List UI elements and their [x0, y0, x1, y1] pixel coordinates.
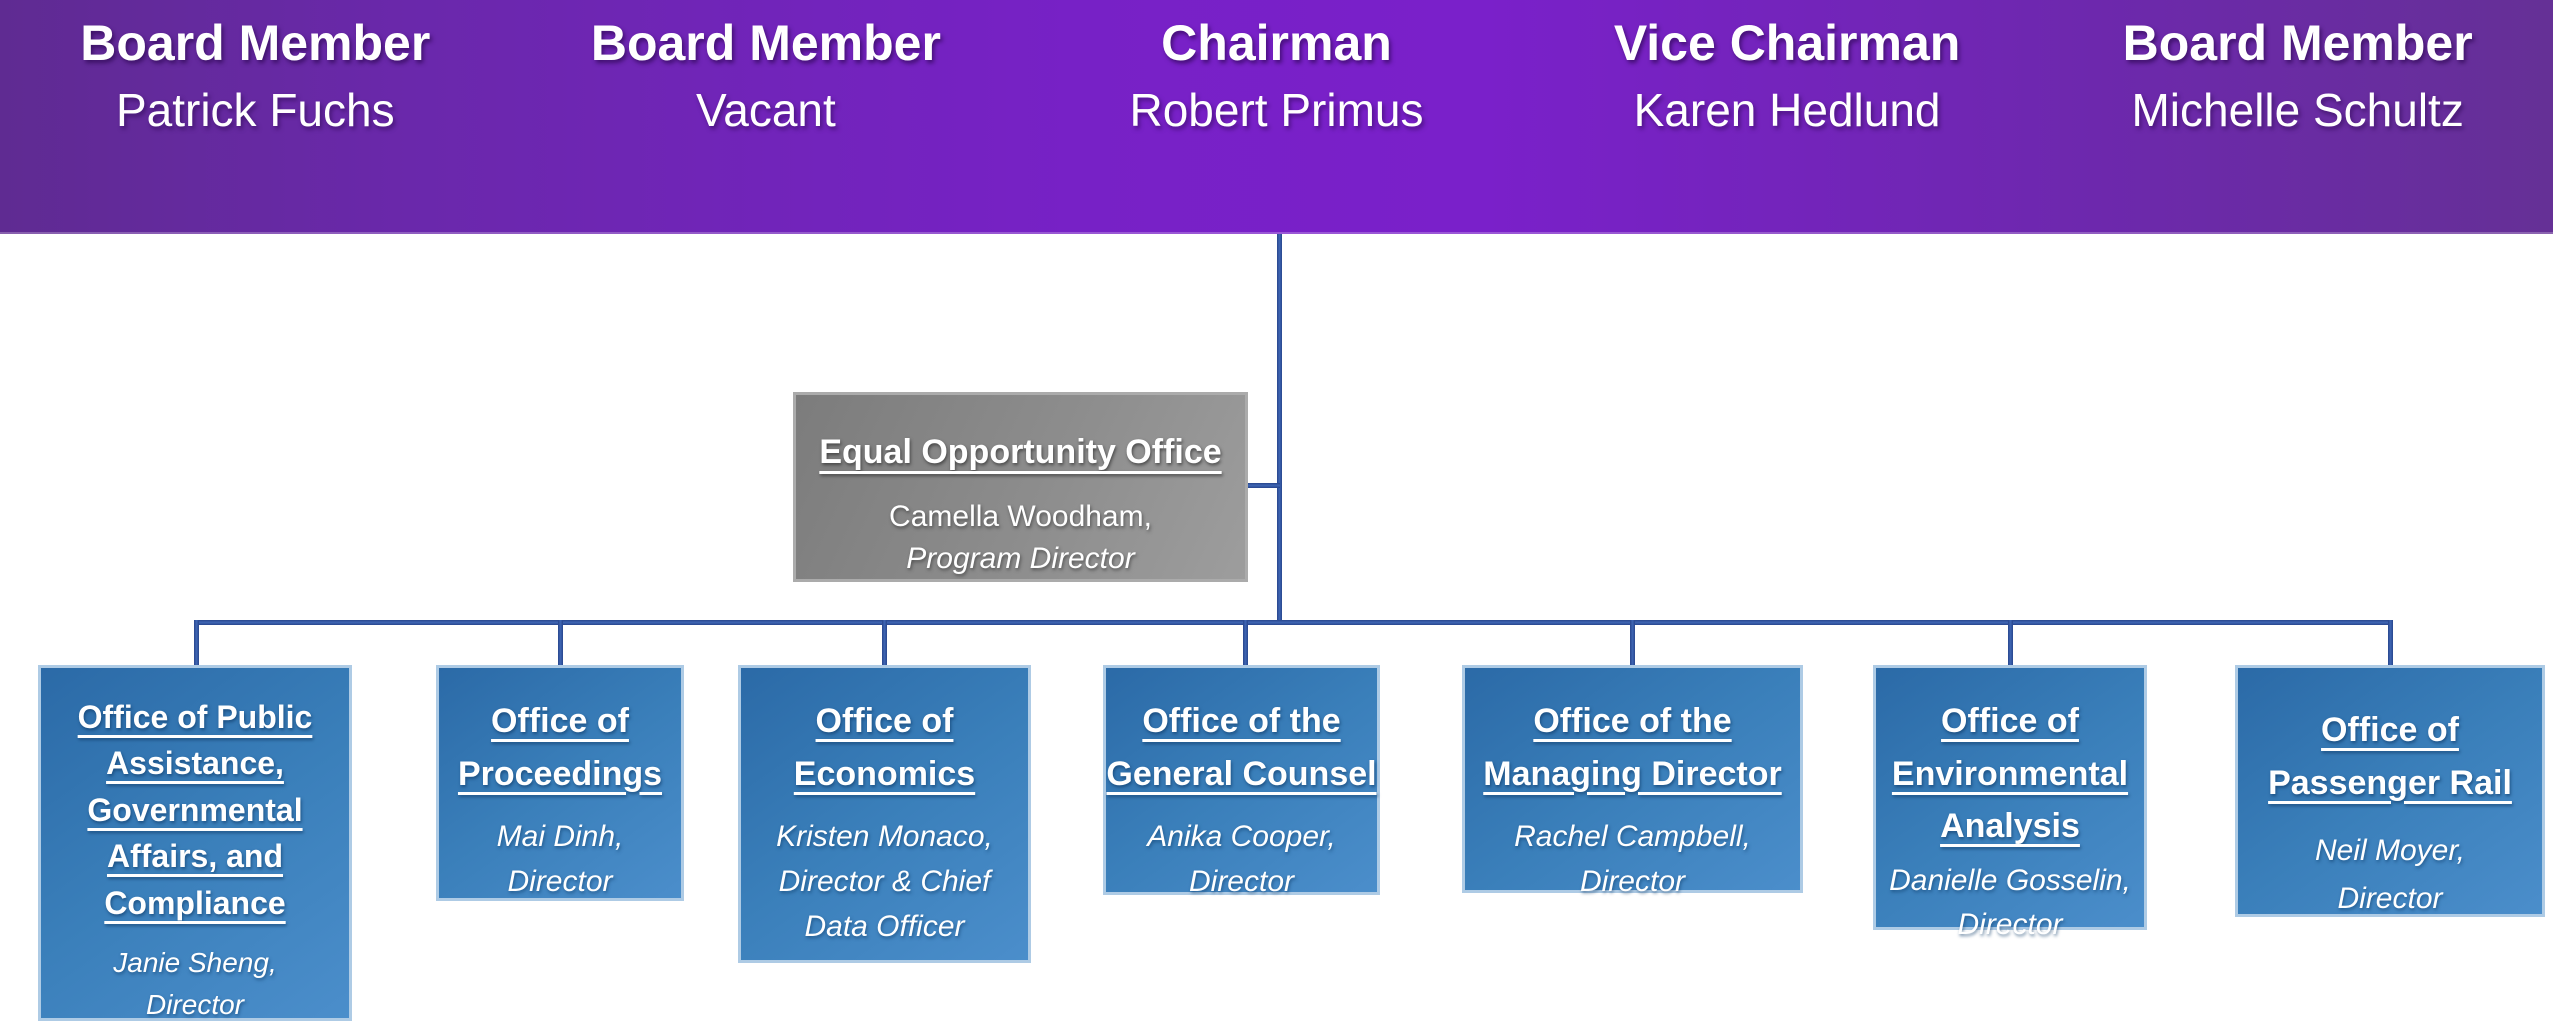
office-proceedings-box: Office of Proceedings Mai Dinh, Director [436, 665, 684, 901]
board-member-patrick-fuchs-cell: Board Member Patrick Fuchs [0, 0, 511, 234]
office-role: Director & Chief Data Officer [778, 865, 991, 944]
office-name: Kristen Monaco, [776, 820, 993, 854]
member-name: Michelle Schultz [2131, 84, 2464, 136]
office-name: Rachel Campbell, [1514, 820, 1751, 854]
office-title: Office of the Managing Director [1483, 702, 1782, 793]
board-member-michelle-schultz-cell: Board Member Michelle Schultz [2042, 0, 2553, 234]
office-environmental-analysis-box: Office of Environmental Analysis Daniell… [1873, 665, 2147, 941]
office-name: Danielle Gosselin, [1889, 864, 2131, 898]
member-name: Patrick Fuchs [115, 84, 395, 136]
office-name: Anika Cooper, [1147, 820, 1336, 854]
office-general-counsel-box: Office of the General Counsel Anika Coop… [1103, 665, 1380, 898]
office-role: Director [507, 865, 613, 899]
office-title: Office of the General Counsel [1106, 702, 1377, 793]
board-banner: Board Member Patrick Fuchs Board Member … [0, 0, 2553, 234]
member-name: Vacant [695, 84, 836, 136]
office-title: Office of Environmental Analysis [1891, 702, 2129, 846]
connector-chairman-vertical [1277, 234, 1282, 625]
connector-stub-passenger-rail [2388, 620, 2393, 668]
connector-stub-managing-director [1630, 620, 1635, 668]
member-title: Vice Chairman [1613, 15, 1961, 71]
office-title: Office of Passenger Rail [2268, 711, 2512, 802]
connector-stub-general-counsel [1243, 620, 1248, 668]
connector-stub-environmental-analysis [2008, 620, 2013, 668]
member-title: Chairman [1161, 15, 1392, 71]
vice-chairman-cell: Vice Chairman Karen Hedlund [1532, 0, 2043, 234]
office-title: Office of Proceedings [457, 702, 663, 793]
office-name: Neil Moyer, [2314, 834, 2466, 868]
office-role: Director [1188, 865, 1294, 899]
office-passenger-rail-box: Office of Passenger Rail Neil Moyer, Dir… [2235, 665, 2545, 917]
office-public-assistance-box: Office of Public Assistance, Governmenta… [38, 665, 352, 1021]
office-managing-director-box: Office of the Managing Director Rachel C… [1462, 665, 1803, 898]
member-title: Board Member [590, 15, 941, 71]
member-title: Board Member [80, 15, 431, 71]
office-economics-box: Office of Economics Kristen Monaco, Dire… [738, 665, 1031, 963]
office-name: Janie Sheng, [113, 946, 277, 978]
member-title: Board Member [2122, 15, 2473, 71]
member-name: Karen Hedlund [1633, 84, 1941, 136]
eeo-office-role: Program Director [906, 542, 1135, 575]
eeo-office-box: Equal Opportunity Office Camella Woodham… [793, 392, 1248, 582]
eeo-office-name: Camella Woodham, [889, 500, 1152, 533]
office-role: Director [145, 988, 244, 1020]
connector-eeo-horizontal [1246, 483, 1280, 488]
member-name: Robert Primus [1129, 84, 1424, 136]
office-title: Office of Public Assistance, Governmenta… [77, 699, 313, 921]
connector-stub-economics [882, 620, 887, 668]
connector-branch-horizontal [194, 620, 2393, 625]
connector-stub-proceedings [558, 620, 563, 668]
office-role: Director [2337, 882, 2443, 916]
office-title: Office of Economics [793, 702, 976, 793]
office-role: Director [1957, 907, 2063, 941]
eeo-office-title: Equal Opportunity Office [819, 433, 1222, 471]
connector-stub-public-assistance [194, 620, 199, 668]
chairman-cell: Chairman Robert Primus [1021, 0, 1532, 234]
office-role: Director [1579, 865, 1685, 899]
board-member-vacant-cell: Board Member Vacant [511, 0, 1022, 234]
office-name: Mai Dinh, [496, 820, 624, 854]
